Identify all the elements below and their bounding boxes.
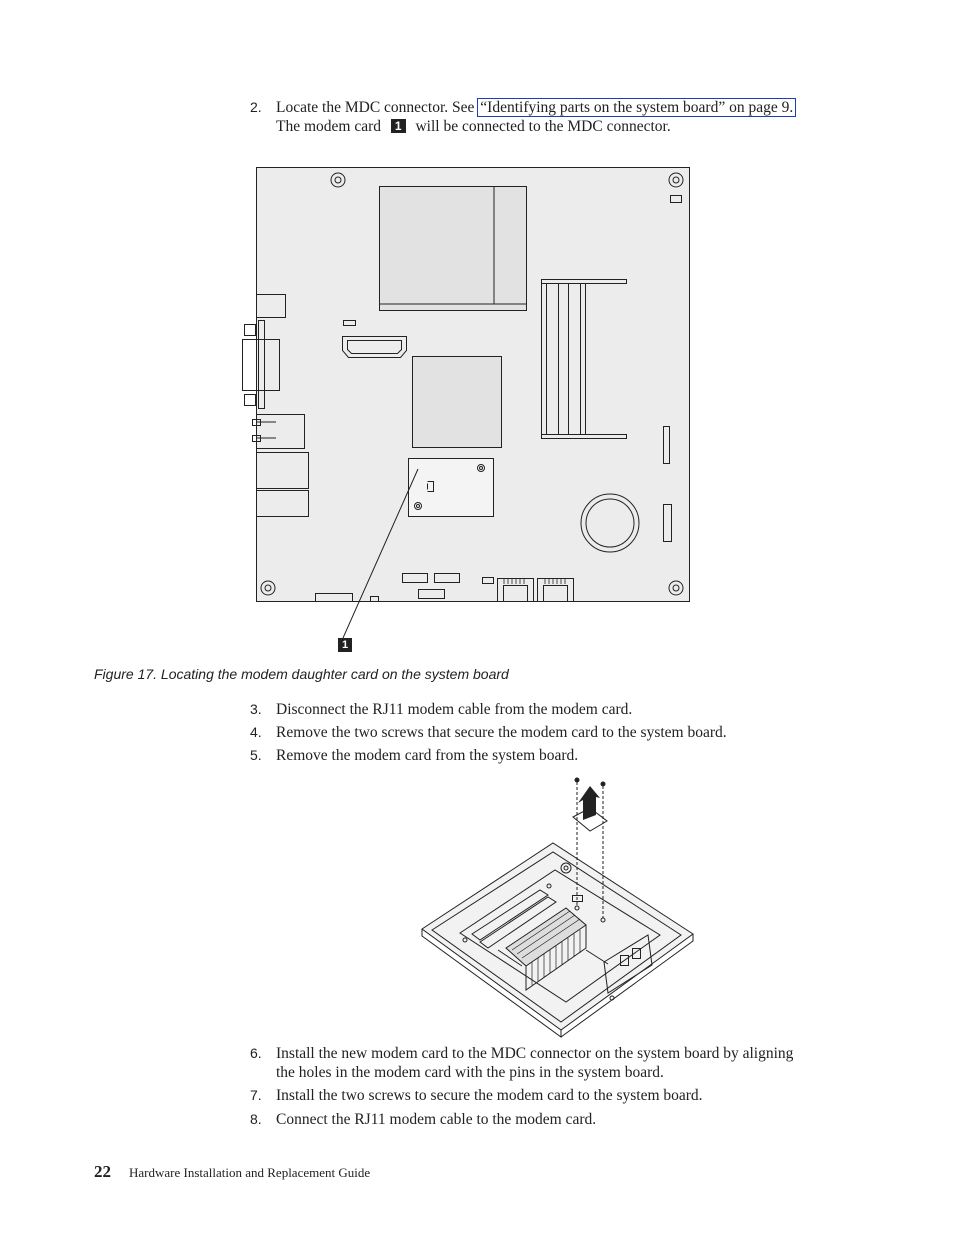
- system-board-cross-reference-link[interactable]: “Identifying parts on the system board” …: [477, 98, 797, 117]
- step-7: 7. Install the two screws to secure the …: [250, 1086, 810, 1105]
- step-number: 8.: [250, 1111, 262, 1127]
- step-text: Remove the two screws that secure the mo…: [276, 724, 727, 741]
- step-text: Connect the RJ11 modem cable to the mode…: [276, 1111, 597, 1128]
- step-number: 5.: [250, 747, 262, 763]
- step-2-text-a: Locate the MDC connector. See: [276, 99, 479, 116]
- page-number: 22: [94, 1162, 111, 1181]
- step-number: 2.: [250, 99, 262, 115]
- step-3: 3. Disconnect the RJ11 modem cable from …: [250, 700, 810, 719]
- step-2-text-b: The modem card: [276, 118, 385, 135]
- figure-callout-badge: 1: [338, 638, 352, 652]
- step-text: Disconnect the RJ11 modem cable from the…: [276, 701, 633, 718]
- step-number: 4.: [250, 724, 262, 740]
- callout-badge: 1: [390, 119, 406, 133]
- step-5: 5. Remove the modem card from the system…: [250, 746, 810, 765]
- step-8: 8. Connect the RJ11 modem cable to the m…: [250, 1110, 810, 1129]
- figure-caption: Figure 17. Locating the modem daughter c…: [94, 666, 509, 682]
- step-text: Remove the modem card from the system bo…: [276, 747, 579, 764]
- step-number: 6.: [250, 1045, 262, 1061]
- step-4: 4. Remove the two screws that secure the…: [250, 723, 810, 742]
- step-number: 3.: [250, 701, 262, 717]
- step-number: 7.: [250, 1087, 262, 1103]
- step-text: Install the new modem card to the MDC co…: [276, 1045, 794, 1081]
- step-2: 2. Locate the MDC connector. See “Identi…: [250, 98, 810, 136]
- step-6: 6. Install the new modem card to the MDC…: [250, 1044, 810, 1082]
- step-text: Install the two screws to secure the mod…: [276, 1087, 703, 1104]
- step-text: Locate the MDC connector. See “Identifyi…: [276, 98, 810, 136]
- step-2-text-c: will be connected to the MDC connector.: [411, 118, 671, 135]
- footer-title: Hardware Installation and Replacement Gu…: [129, 1165, 371, 1180]
